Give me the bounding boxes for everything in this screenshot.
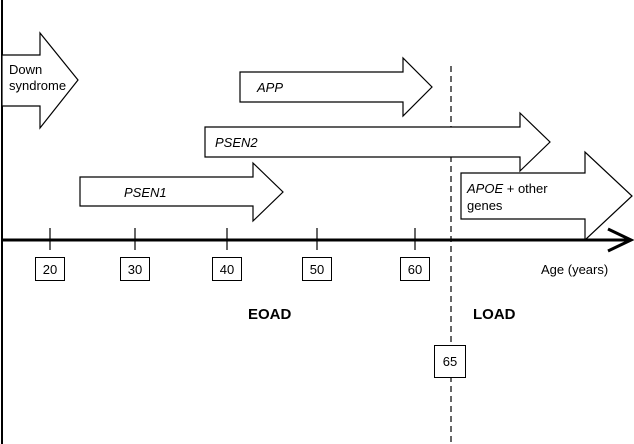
axis-arrowhead: [607, 227, 634, 253]
eoad-label: EOAD: [248, 306, 292, 323]
app-label: APP: [257, 80, 284, 95]
tick-label-30: 30: [120, 257, 150, 281]
tick-label-40: 40: [212, 257, 242, 281]
apoe-suffix: + other: [503, 181, 548, 196]
apoe-label-line2: genes: [467, 198, 503, 213]
psen1-arrow: [79, 161, 284, 223]
tick-label-60: 60: [400, 257, 430, 281]
psen2-label: PSEN2: [215, 135, 258, 150]
apoe-arrow: [460, 150, 633, 242]
psen1-label: PSEN1: [124, 185, 167, 200]
app-arrow: [239, 56, 433, 118]
load-label: LOAD: [473, 306, 516, 323]
axis-label: Age (years): [541, 262, 609, 277]
psen2-arrow: [204, 111, 551, 173]
threshold-age-box: 65: [434, 345, 466, 378]
tick-label-50: 50: [302, 257, 332, 281]
down-syndrome-arrow: [1, 31, 79, 130]
down-syndrome-label-line2: syndrome: [9, 78, 67, 93]
tick-label-20: 20: [35, 257, 65, 281]
apoe-label-line1: APOE + other: [467, 181, 548, 197]
down-syndrome-label-line1: Down: [9, 62, 43, 77]
apoe-gene-name: APOE: [467, 181, 504, 196]
